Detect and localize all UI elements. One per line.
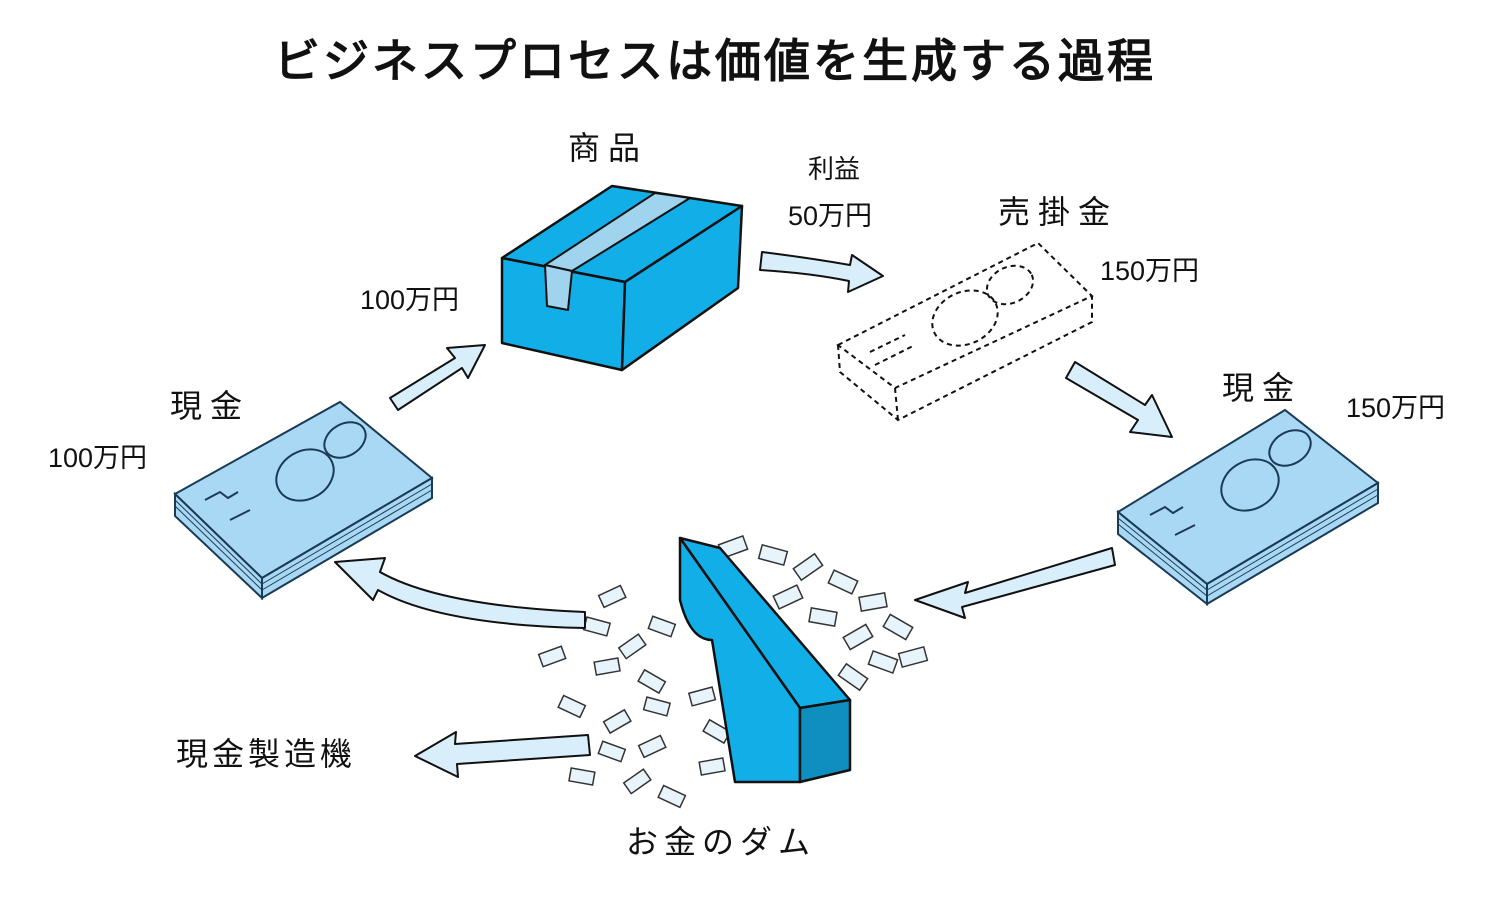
- money-dam: [537, 535, 929, 809]
- receivable-amount: 150万円: [1100, 256, 1200, 286]
- cash-left-amount: 100万円: [48, 443, 148, 473]
- profit-amount: 50万円: [788, 201, 873, 231]
- profit-label: 利益: [808, 155, 861, 185]
- cash-bundle-left: [173, 400, 434, 601]
- product-label: 商品: [568, 129, 649, 167]
- cash-right-label: 現金: [1222, 369, 1303, 407]
- cash-machine-label: 現金製造機: [176, 735, 357, 773]
- arrow-dam-to-machine: [414, 731, 591, 778]
- bill-pile: [537, 535, 929, 809]
- money-dam-label: お金のダム: [626, 823, 817, 861]
- arrow-product-to-receivable: [759, 251, 884, 293]
- product-box: [500, 184, 744, 372]
- arrow-cash-to-dam: [914, 547, 1116, 619]
- arrow-cash-to-product: [389, 344, 486, 411]
- arrows: [334, 251, 1173, 778]
- cash-bundle-right: [1116, 408, 1380, 607]
- cash-to-product-amount: 100万円: [360, 285, 460, 315]
- arrow-receivable-to-cash: [1065, 361, 1173, 438]
- receivable-bundle: [836, 241, 1094, 422]
- diagram-title: ビジネスプロセスは価値を生成する過程: [274, 34, 1156, 88]
- cash-right-amount: 150万円: [1346, 393, 1446, 423]
- cash-left-label: 現金: [170, 387, 251, 425]
- arrow-dam-to-cash: [334, 557, 586, 629]
- receivable-label: 売掛金: [998, 193, 1119, 231]
